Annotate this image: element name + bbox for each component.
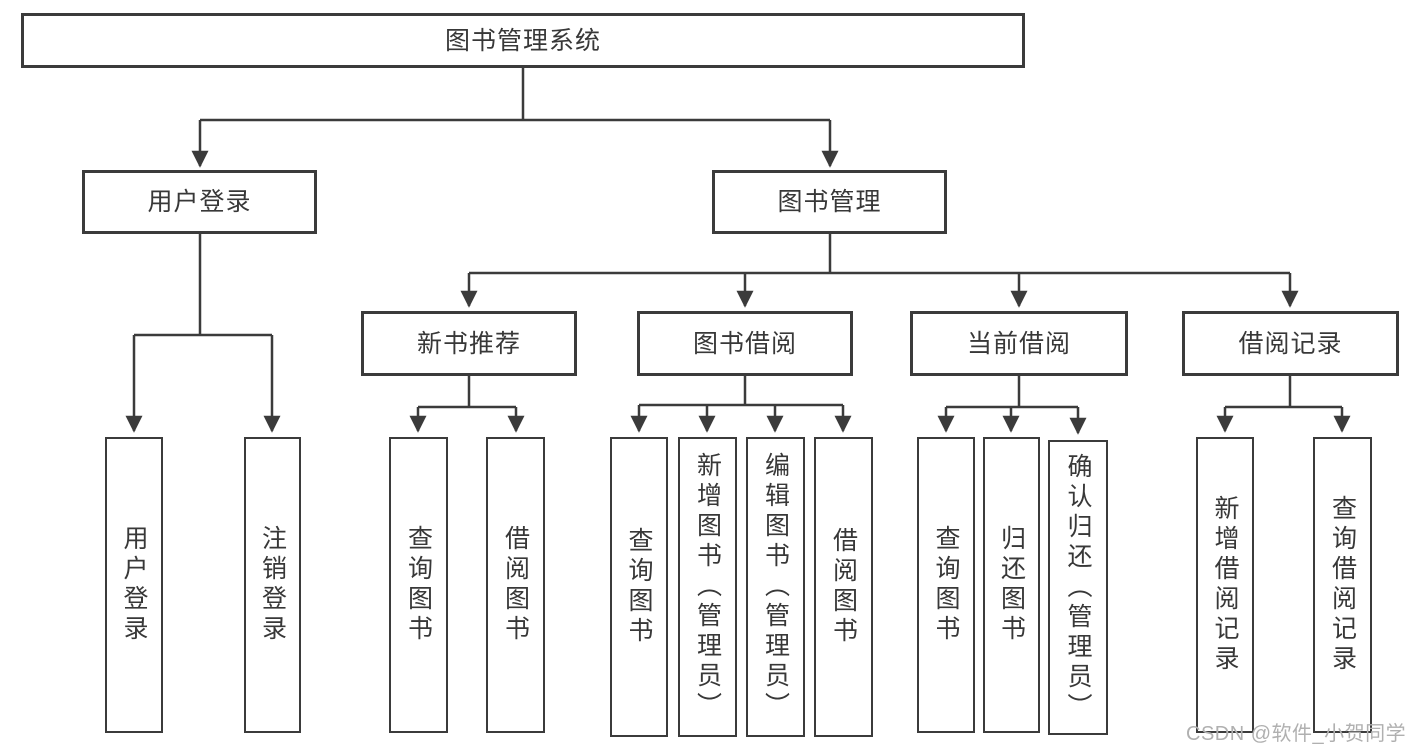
node-label: 查询图书 [404,525,433,645]
leaf-bb-add-books-admin: 新增图书（管理员） [678,437,737,737]
node-label: 图书管理系统 [444,26,601,55]
node-label: 当前借阅 [966,329,1071,358]
node-label: 用户登录 [147,188,252,216]
node-label: 新增借阅记录 [1211,495,1239,675]
node-user-login: 用户登录 [82,170,317,234]
leaf-br-query-record: 查询借阅记录 [1313,437,1372,733]
leaf-rec-query-books: 查询图书 [389,437,448,733]
node-label: 借阅图书 [829,527,858,647]
leaf-bb-borrow-books: 借阅图书 [814,437,873,737]
watermark: CSDN @软件_小贺同学 [1186,723,1405,745]
leaf-bb-query-books: 查询图书 [610,437,668,737]
leaf-logout: 注销登录 [244,437,301,733]
node-label: 新书推荐 [416,329,521,358]
leaf-cb-query-books: 查询图书 [917,437,975,733]
leaf-bb-edit-books-admin: 编辑图书（管理员） [746,437,805,737]
leaf-cb-return-books: 归还图书 [983,437,1040,733]
node-label: 查询图书 [932,525,960,645]
node-label: 查询图书 [625,527,653,647]
leaf-cb-confirm-return-admin: 确认归还（管理员） [1048,440,1108,735]
node-label: 用户登录 [120,525,148,645]
node-current-borrow: 当前借阅 [910,311,1128,376]
node-borrow-records: 借阅记录 [1182,311,1399,376]
leaf-br-add-record: 新增借阅记录 [1196,437,1254,733]
node-new-book-recommend: 新书推荐 [361,311,577,376]
node-label: 借阅记录 [1238,329,1343,358]
node-book-management: 图书管理 [712,170,947,234]
node-label: 新增图书（管理员） [693,452,722,722]
node-label: 确认归还（管理员） [1064,452,1092,723]
node-label: 注销登录 [258,525,287,645]
node-root: 图书管理系统 [21,13,1025,68]
node-book-borrow: 图书借阅 [637,311,853,376]
leaf-user-login: 用户登录 [105,437,163,733]
node-label: 归还图书 [997,525,1026,645]
node-label: 借阅图书 [501,525,530,645]
node-label: 编辑图书（管理员） [761,452,790,722]
node-label: 查询借阅记录 [1328,495,1357,675]
node-label: 图书管理 [777,188,882,216]
leaf-rec-borrow-books: 借阅图书 [486,437,545,733]
node-label: 图书借阅 [692,329,797,358]
